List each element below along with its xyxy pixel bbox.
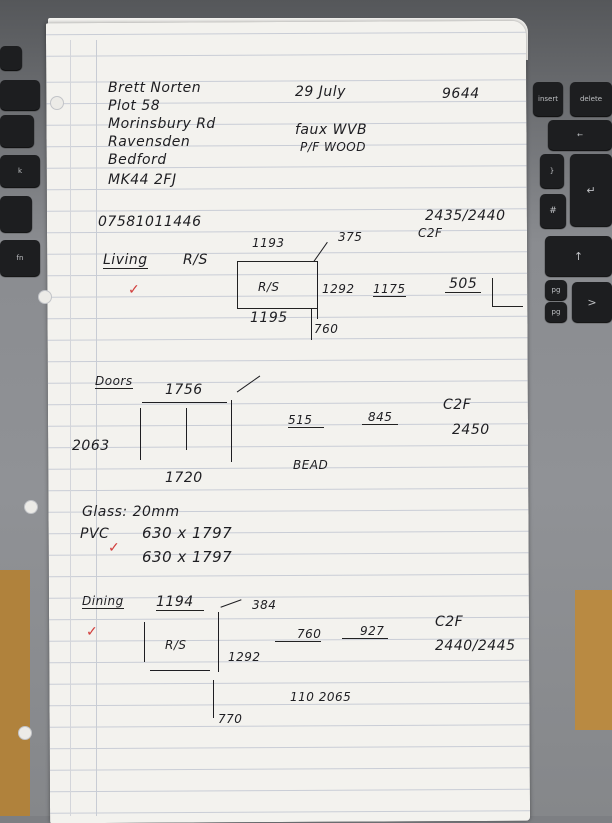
doors-bottom: 1720 xyxy=(165,470,203,486)
date: 29 July xyxy=(295,84,346,100)
key-left xyxy=(0,46,22,70)
address-line: Plot 58 xyxy=(108,98,161,114)
glass-size: 630 x 1797 xyxy=(142,548,233,566)
dining-title: Dining xyxy=(82,594,124,609)
dining-corner: 384 xyxy=(252,598,277,612)
horizontal-line xyxy=(142,402,227,403)
vertical-line xyxy=(186,408,187,450)
spec-line: P/F WOOD xyxy=(300,140,366,154)
living-drop: 760 xyxy=(314,322,339,336)
dining-code: C2F xyxy=(435,614,464,630)
living-side: 1292 xyxy=(322,282,355,296)
vertical-line xyxy=(317,261,318,319)
address-line: Bedford xyxy=(108,152,167,168)
living-code: C2F xyxy=(418,226,443,240)
dining-top: 1194 xyxy=(156,594,204,611)
glass-size: 630 x 1797 xyxy=(142,524,233,542)
living-height: 2435/2440 xyxy=(425,208,506,224)
living-type: R/S xyxy=(183,252,208,268)
key-left xyxy=(0,115,34,147)
horizontal-line xyxy=(150,670,210,671)
key-enter: ↵ xyxy=(570,154,612,226)
doors-measure: 845 xyxy=(362,410,399,425)
living-title: Living xyxy=(103,252,148,269)
glass-material: PVC xyxy=(80,526,110,542)
punch-hole xyxy=(18,726,32,740)
living-measure: 505 xyxy=(445,276,482,293)
dining-box-label: R/S xyxy=(165,638,187,652)
address-line: MK44 2FJ xyxy=(108,172,177,188)
key-pgdn: pg xyxy=(545,302,567,322)
doors-height: 2063 xyxy=(72,438,110,454)
living-bottom: 1195 xyxy=(250,310,288,326)
vertical-line xyxy=(311,308,312,340)
punch-hole xyxy=(50,96,64,110)
doors-note: BEAD xyxy=(293,458,329,472)
key-backspace: ← xyxy=(548,120,612,150)
doors-measure: 515 xyxy=(288,413,325,428)
doors-title: Doors xyxy=(95,374,133,389)
dining-note: 110 2065 xyxy=(290,690,352,704)
key-bracket: } xyxy=(540,154,564,188)
check-mark: ✓ xyxy=(86,624,99,640)
punch-hole xyxy=(24,500,38,514)
key-left xyxy=(0,80,40,110)
dining-side: 1292 xyxy=(228,650,261,664)
key-hash: # xyxy=(540,194,566,228)
living-measure: 1175 xyxy=(373,282,406,297)
key-arrow-right: > xyxy=(572,282,612,322)
phone-number: 07581011446 xyxy=(98,214,202,230)
key-k: k xyxy=(0,155,40,187)
dining-measure: 760 xyxy=(275,627,322,642)
window-box xyxy=(237,261,318,309)
vertical-line xyxy=(144,622,145,662)
address-line: Morinsbury Rd xyxy=(108,116,216,132)
glass-title: Glass: 20mm xyxy=(82,504,180,520)
doors-top: 1756 xyxy=(165,382,203,398)
key-insert: insert xyxy=(533,82,563,116)
doors-value: 2450 xyxy=(452,422,490,438)
check-mark: ✓ xyxy=(128,282,141,298)
dining-measure: 927 xyxy=(342,624,389,639)
punch-hole xyxy=(38,290,52,304)
vertical-line xyxy=(213,680,214,718)
vertical-line xyxy=(218,612,219,672)
address-line: Ravensden xyxy=(108,134,191,150)
key-shift: ↑ xyxy=(545,236,612,276)
margin-line xyxy=(70,40,71,816)
dining-height: 2440/2445 xyxy=(435,638,516,654)
vertical-line xyxy=(231,400,232,462)
check-mark: ✓ xyxy=(108,540,121,556)
key-left xyxy=(0,196,32,232)
reference-number: 9644 xyxy=(442,86,480,102)
spec-line: faux WVB xyxy=(295,122,368,138)
key-delete: delete xyxy=(570,82,612,116)
doors-code: C2F xyxy=(443,397,472,413)
desk-surface xyxy=(0,570,30,816)
living-box-label: R/S xyxy=(258,280,280,294)
corner-sketch xyxy=(492,278,523,307)
desk-surface xyxy=(575,590,612,730)
key-pgup: pg xyxy=(545,280,567,300)
living-corner: 375 xyxy=(338,230,363,244)
living-top: 1193 xyxy=(252,236,285,250)
margin-line xyxy=(96,40,97,816)
dining-drop: 770 xyxy=(218,712,243,726)
vertical-line xyxy=(140,408,141,460)
customer-name: Brett Norten xyxy=(108,80,202,96)
key-fn: fn xyxy=(0,240,40,276)
